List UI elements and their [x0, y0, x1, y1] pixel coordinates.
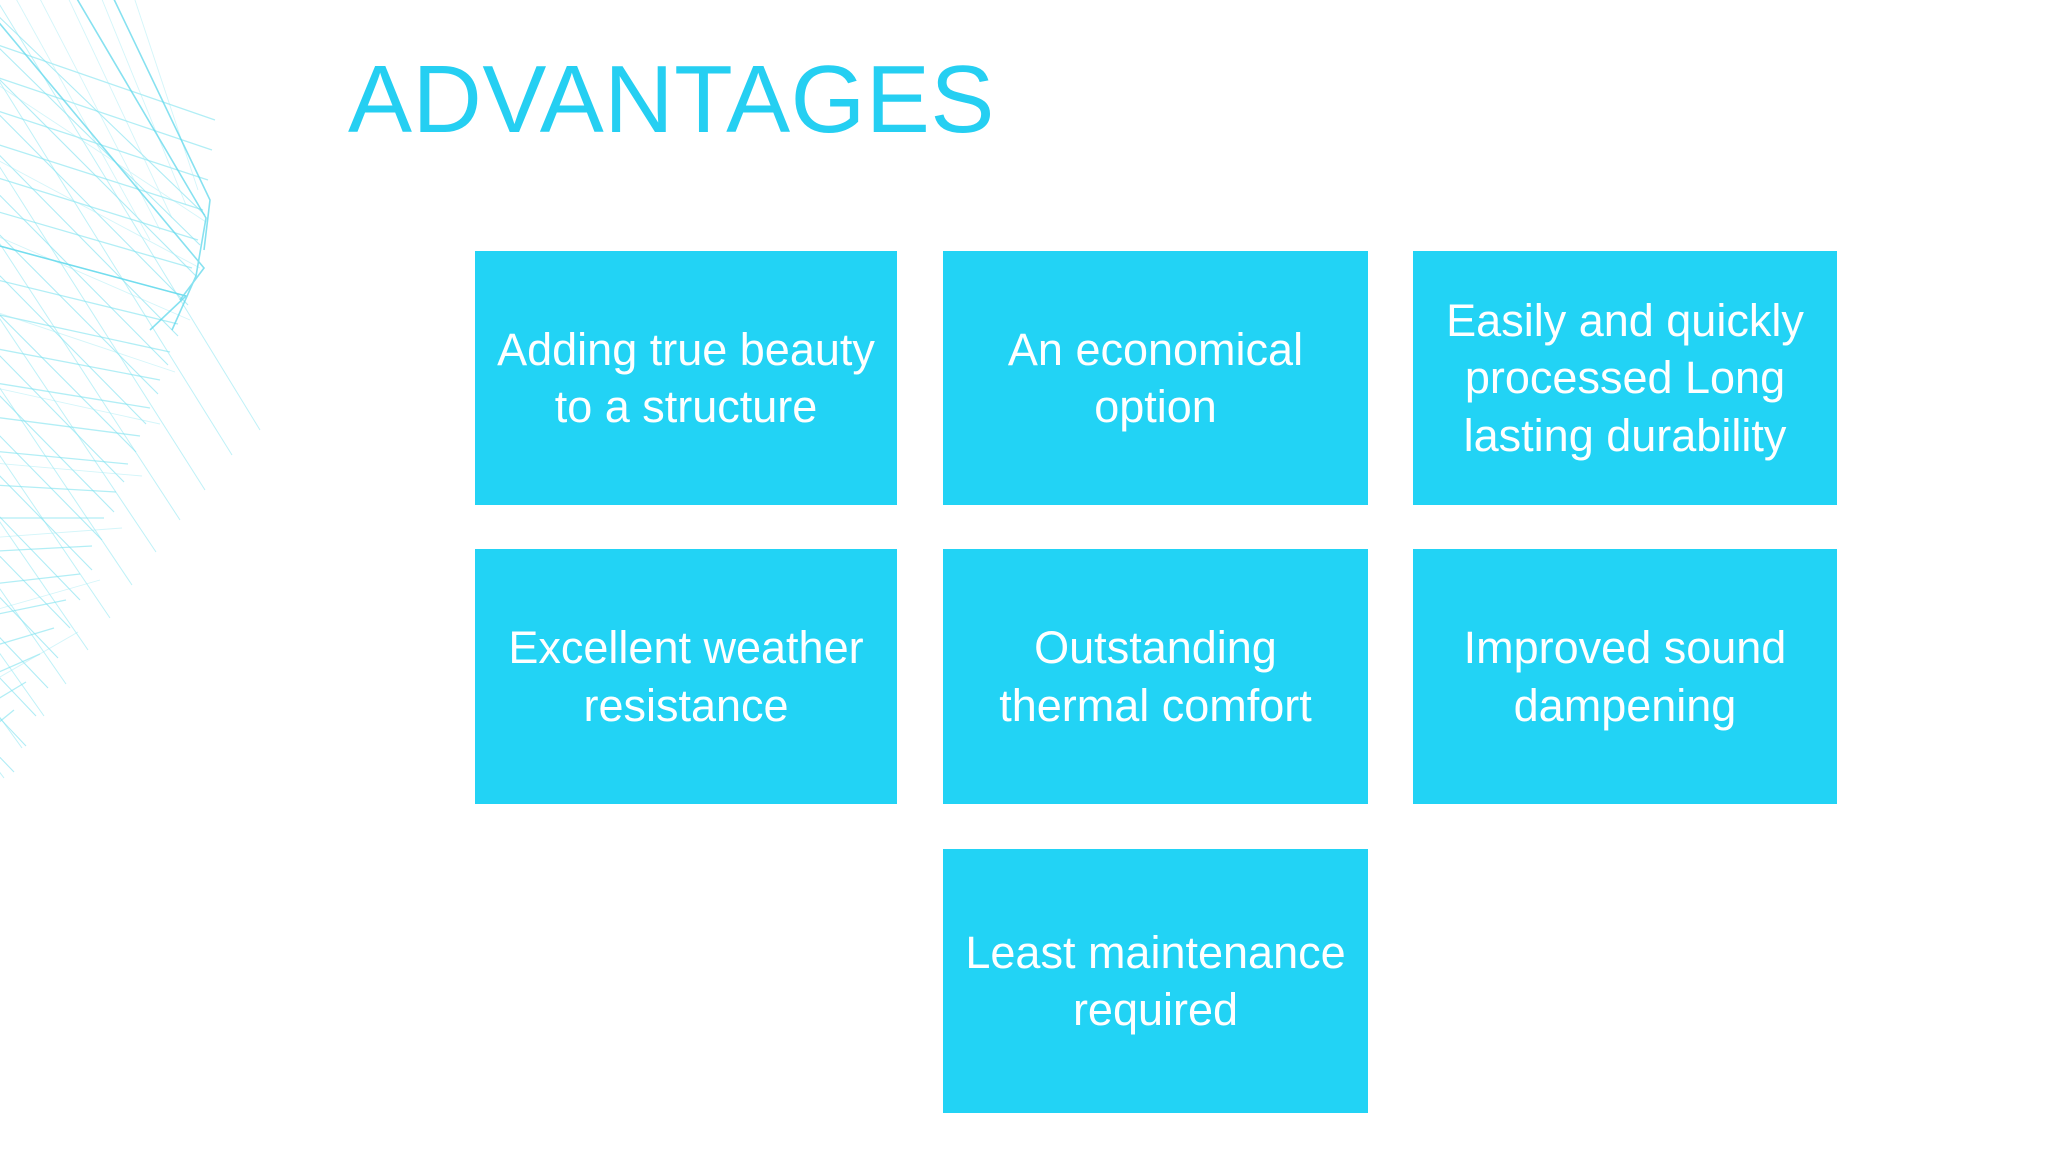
advantage-box-4-label: Excellent weather resistance	[508, 622, 864, 731]
advantage-box-3-label: Easily and quickly processed Long lastin…	[1446, 295, 1804, 461]
advantage-box-2[interactable]: An economical option	[943, 251, 1368, 505]
advantage-box-6[interactable]: Improved sound dampening	[1413, 549, 1837, 804]
advantage-box-7-label: Least maintenance required	[965, 926, 1346, 1035]
advantage-box-4[interactable]: Excellent weather resistance	[475, 549, 897, 804]
advantage-box-5-label: Outstanding thermal comfort	[999, 622, 1312, 731]
advantage-box-5[interactable]: Outstanding thermal comfort	[943, 549, 1368, 804]
advantage-box-7[interactable]: Least maintenance required	[943, 849, 1368, 1113]
page-title: ADVANTAGES	[348, 46, 995, 153]
advantage-box-3[interactable]: Easily and quickly processed Long lastin…	[1413, 251, 1837, 505]
advantage-box-1[interactable]: Adding true beauty to a structure	[475, 251, 897, 505]
advantage-box-1-label: Adding true beauty to a structure	[497, 323, 875, 432]
advantage-box-2-label: An economical option	[1007, 323, 1304, 432]
wireframe-mesh-decoration	[0, 0, 261, 779]
advantage-box-6-label: Improved sound dampening	[1463, 622, 1787, 731]
